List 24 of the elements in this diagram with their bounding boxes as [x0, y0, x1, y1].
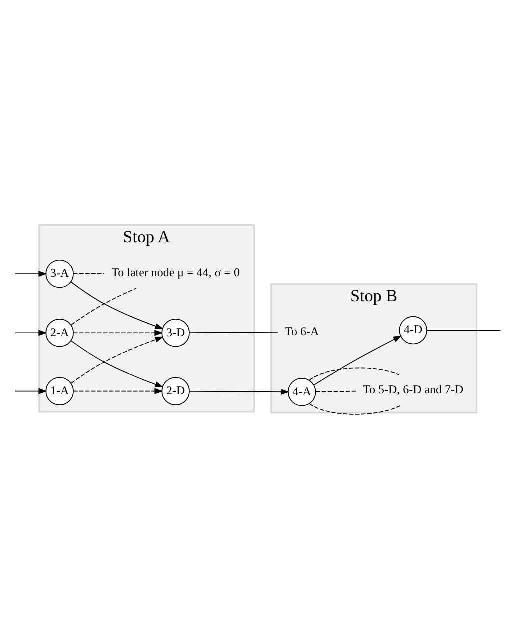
- connector: [309, 402, 400, 414]
- arrow: [189, 388, 290, 395]
- node-circle: 2-D: [162, 376, 190, 405]
- connector: [309, 367, 400, 380]
- node-circle: 1-A: [46, 376, 74, 405]
- connector: [71, 288, 137, 326]
- node-text: To 6-A: [285, 324, 320, 338]
- arrow: [15, 388, 48, 394]
- arrow: [314, 335, 402, 386]
- arrow: [73, 388, 164, 394]
- connector: [73, 272, 105, 274]
- arrow: [15, 330, 48, 336]
- node-circle: 4-D: [399, 316, 428, 344]
- arrow: [70, 281, 164, 329]
- node-text: To later node μ = 44, σ = 0: [112, 264, 240, 279]
- connector: [316, 390, 358, 392]
- arrow: [73, 330, 164, 336]
- node-circle: 3-D: [162, 318, 190, 347]
- node-circle: 4-A: [288, 378, 316, 406]
- connector: [189, 332, 279, 333]
- arrow: [15, 270, 48, 277]
- node-circle: 3-A: [46, 259, 74, 288]
- node-text: To 5-D, 6-D and 7-D: [363, 382, 464, 396]
- node-circle: 2-A: [46, 318, 74, 347]
